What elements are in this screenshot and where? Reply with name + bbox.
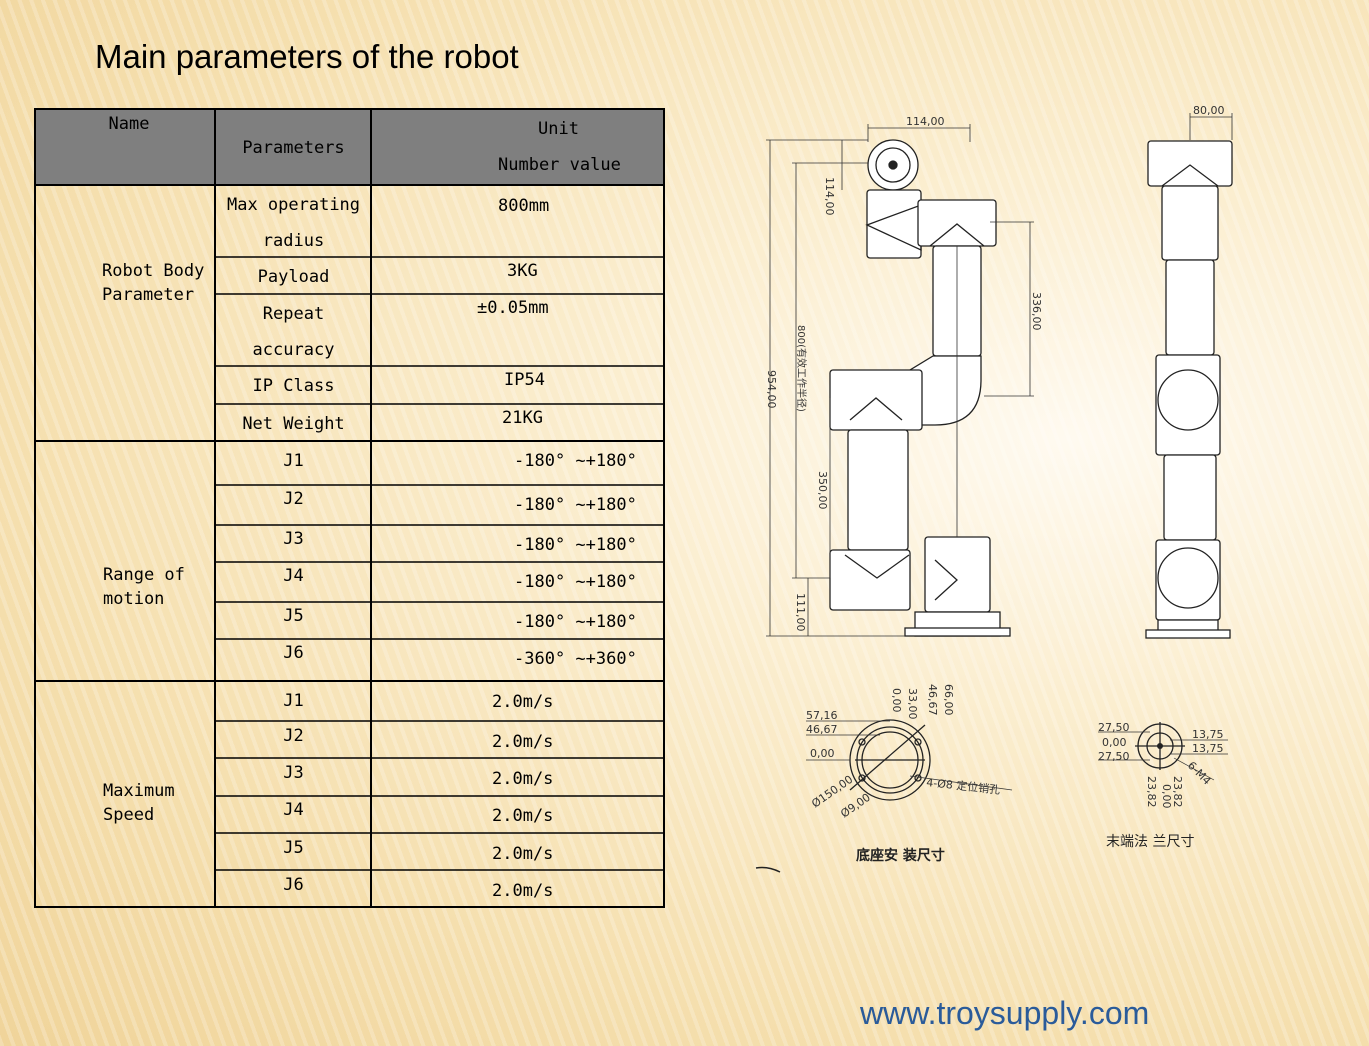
param-value: 21KG — [502, 408, 543, 428]
param-label: J5 — [283, 838, 304, 858]
flange-caption: 末端法 兰尺寸 — [1106, 834, 1194, 850]
group-label: Parameter — [102, 285, 195, 305]
param-label: IP Class — [252, 376, 335, 396]
group-label: Maximum — [103, 781, 175, 801]
param-value: 800mm — [498, 196, 550, 216]
group-label: Robot Body — [102, 261, 205, 281]
dim-label: 57,16 — [806, 709, 838, 722]
dim-label: 33,00 — [906, 688, 919, 720]
param-label: J3 — [283, 529, 304, 549]
dim-label: 111,00 — [794, 593, 807, 632]
dim-label: 13,75 — [1192, 742, 1224, 755]
dim-label: 46,67 — [926, 684, 939, 716]
param-value: -360° ~+360° — [514, 649, 637, 669]
dim-label: 0,00 — [890, 688, 903, 713]
dim-label: 23,82 — [1171, 776, 1184, 808]
dim-label: 4-Ø8 定位销孔 — [926, 775, 1001, 797]
param-value: 2.0m/s — [492, 806, 554, 826]
param-value: 2.0m/s — [492, 881, 554, 901]
group-label: motion — [103, 589, 165, 609]
param-label: J3 — [283, 763, 304, 783]
param-label: radius — [262, 231, 325, 251]
dim-label: 350,00 — [816, 471, 829, 510]
param-value: 2.0m/s — [492, 732, 554, 752]
param-label: Net Weight — [242, 414, 345, 434]
dim-label: 27,50 — [1098, 721, 1130, 734]
param-label: J2 — [283, 726, 304, 746]
dim-label: Ø9,00 — [838, 791, 873, 821]
param-label: J1 — [283, 691, 304, 711]
param-label: J6 — [283, 643, 304, 663]
param-label: Max operating — [226, 195, 361, 215]
param-label: J1 — [283, 451, 304, 471]
footer-url[interactable]: www.troysupply.com — [860, 995, 1150, 1031]
param-value: 2.0m/s — [492, 769, 554, 789]
param-value: -180° ~+180° — [514, 612, 637, 632]
dim-label: 6-M4 — [1185, 759, 1214, 788]
param-label: J6 — [283, 875, 304, 895]
group-label: Range of — [103, 565, 185, 585]
param-value: -180° ~+180° — [514, 495, 637, 515]
dim-label: 80,00 — [1193, 104, 1225, 117]
param-value: 3KG — [507, 261, 538, 281]
header-unit: Unit — [538, 119, 579, 139]
param-value: -180° ~+180° — [514, 572, 637, 592]
dim-label: 13,75 — [1192, 728, 1224, 741]
param-label: Payload — [257, 267, 330, 287]
parameters-table: Name Parameters Unit Number value Robot … — [34, 108, 665, 908]
table-grid — [34, 108, 665, 908]
header-number-value: Number value — [498, 155, 621, 175]
param-value: 2.0m/s — [492, 844, 554, 864]
dim-label: 23,82 — [1145, 776, 1158, 808]
header-name: Name — [108, 114, 150, 134]
dim-label: 0,00 — [810, 747, 835, 760]
param-label: accuracy — [252, 340, 335, 360]
dim-label: 0,00 — [1160, 784, 1173, 809]
dim-label: 46,67 — [806, 723, 838, 736]
page-title: Main parameters of the robot — [95, 38, 519, 75]
param-label: J2 — [283, 489, 304, 509]
param-value: IP54 — [504, 370, 545, 390]
param-label: J5 — [283, 606, 304, 626]
param-label: J4 — [283, 566, 304, 586]
dim-label: 27,50 — [1098, 750, 1130, 763]
dim-label: 114,00 — [823, 177, 836, 216]
dim-label: 336,00 — [1030, 292, 1043, 331]
param-label: J4 — [283, 800, 304, 820]
dim-label: 114,00 — [906, 115, 945, 128]
header-parameters: Parameters — [242, 138, 345, 158]
group-label: Speed — [103, 805, 155, 825]
dim-label: 954,00 — [765, 370, 778, 409]
dim-label: 66,00 — [942, 684, 955, 716]
dim-label: 0,00 — [1102, 736, 1127, 749]
param-value: ±0.05mm — [477, 298, 549, 318]
param-value: 2.0m/s — [492, 692, 554, 712]
dim-label: 800(有效工作半径) — [795, 325, 808, 412]
robot-dimension-drawing: 114,00 80,00 114,00 336,00 954,00 800(有效… — [755, 104, 1233, 873]
param-value: -180° ~+180° — [514, 535, 637, 555]
param-label: Repeat — [262, 304, 325, 324]
param-value: -180° ~+180° — [514, 451, 637, 471]
base-caption: 底座安 装尺寸 — [856, 847, 945, 864]
